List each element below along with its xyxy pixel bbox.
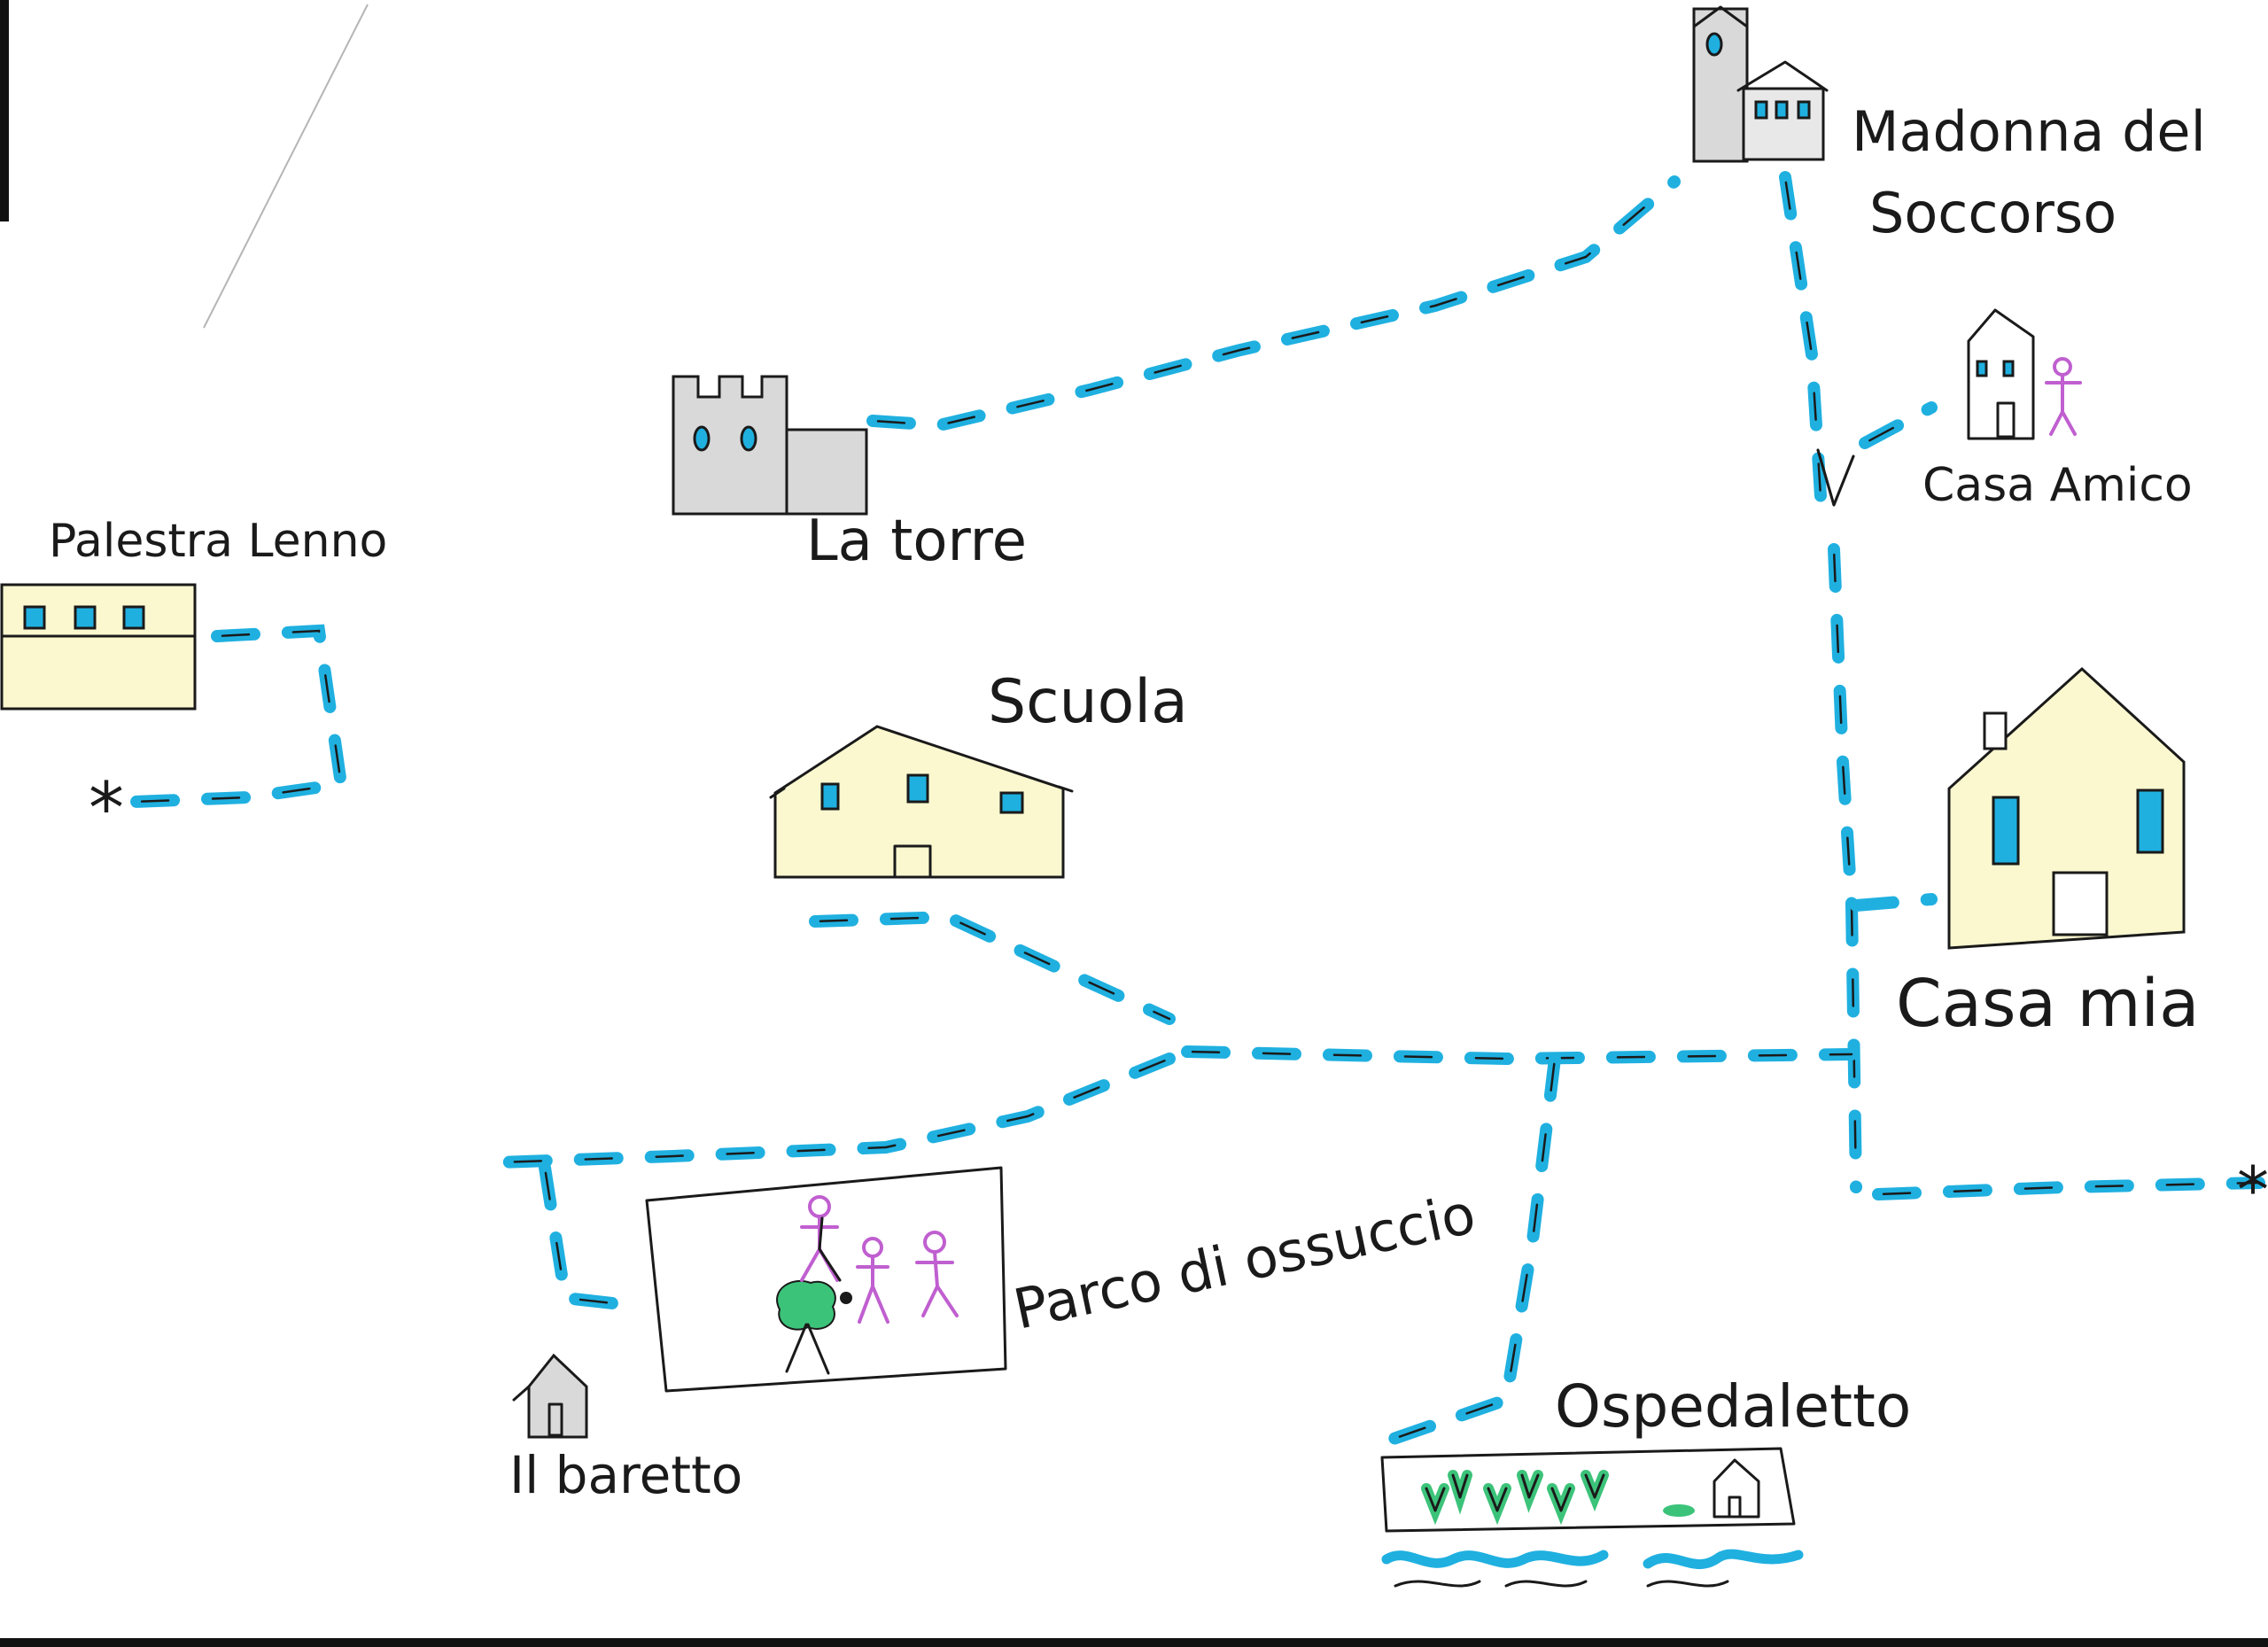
path-main-horizontal	[1181, 1045, 1858, 1066]
bell-tower-window	[1705, 32, 1723, 57]
water-waves	[1381, 1549, 1804, 1588]
place-parco-di-ossuccio[interactable]: Parco di ossuccio	[645, 1166, 1481, 1393]
path-east-vertical	[1828, 543, 1862, 1193]
ospedaletto-field	[1380, 1447, 1796, 1533]
casa-amico-label: Casa Amico	[1922, 459, 2193, 512]
place-madonna-del-soccorso[interactable]: Madonna del Soccorso	[1692, 5, 2206, 245]
madonna-label-line1: Madonna del	[1852, 99, 2206, 164]
torre-annex	[785, 428, 868, 516]
person-1	[800, 1195, 842, 1282]
place-scuola[interactable]: Scuola	[769, 667, 1188, 879]
casa-amico-window-2	[2002, 360, 2015, 377]
ospedaletto-house	[1713, 1458, 1760, 1519]
place-casa-amico[interactable]: Casa Amico	[1922, 308, 2193, 512]
church-body	[1742, 87, 1825, 161]
person-2	[856, 1237, 889, 1324]
path-east-exit	[1872, 1177, 2265, 1200]
palestra-end-marker: *	[89, 767, 124, 850]
casa-mia-window-1	[1992, 796, 2020, 866]
scan-edge-bottom	[0, 1638, 2268, 1647]
casa-mia-chimney	[1983, 711, 2008, 750]
casa-mia-building	[1947, 666, 2186, 950]
parco-label: Parco di ossuccio	[1008, 1181, 1481, 1342]
scuola-label: Scuola	[988, 667, 1188, 737]
casa-amico-window-1	[1976, 360, 1988, 377]
scuola-window-1	[820, 782, 840, 811]
palestra-label: Palestra Lenno	[49, 515, 387, 568]
scuola-window-2	[906, 773, 929, 804]
path-casa-amico-ink	[1863, 406, 1933, 445]
church-roof	[1736, 60, 1829, 92]
palestra-window-2	[74, 605, 97, 630]
person-3	[915, 1231, 959, 1317]
church-window-2	[1775, 100, 1789, 120]
friend-figure	[2045, 357, 2082, 436]
path-torre-madonna	[866, 175, 1681, 432]
church-window-3	[1797, 100, 1811, 120]
bell-tower	[1692, 7, 1749, 163]
parco-boundary	[645, 1166, 1007, 1393]
la-torre-label: La torre	[806, 509, 1027, 574]
path-palestra	[127, 624, 348, 808]
scuola-eave-right	[1057, 785, 1074, 793]
casa-amico-door	[1996, 401, 2016, 439]
palestra-window-1	[23, 605, 46, 630]
path-casa-mia	[1850, 893, 1938, 912]
church-window-1	[1754, 100, 1768, 120]
casa-mia-door	[2052, 871, 2109, 936]
tree-icon	[776, 1279, 836, 1375]
palestra-building	[0, 583, 197, 711]
path-scuola	[809, 910, 1176, 1025]
scuola-door	[893, 844, 932, 879]
baretto-hut	[527, 1353, 588, 1439]
place-ospedaletto[interactable]: Ospedaletto	[1380, 1372, 1911, 1588]
path-junction-parco	[494, 1053, 1176, 1169]
path-baretto	[539, 1161, 626, 1310]
bell-tower-roof	[1692, 5, 1749, 28]
scan-edge-left	[0, 0, 9, 221]
casa-mia-label: Casa mia	[1896, 966, 2199, 1042]
ospedaletto-label: Ospedaletto	[1555, 1372, 1911, 1441]
casa-mia-window-2	[2136, 789, 2164, 854]
path-east-exit-ink	[1876, 1181, 2261, 1196]
path-network	[127, 171, 2265, 1446]
place-palestra-lenno[interactable]: Palestra Lenno *	[0, 515, 387, 850]
path-baretto-ink	[543, 1166, 622, 1306]
place-la-torre[interactable]: La torre	[672, 375, 1027, 574]
scuola-window-3	[999, 791, 1024, 814]
path-junction-parco-ink	[499, 1057, 1171, 1164]
baretto-eave	[512, 1385, 531, 1402]
scan-crease	[203, 4, 369, 329]
path-torre-madonna-ink	[871, 180, 1676, 427]
arrow-v-ink	[1816, 448, 1855, 507]
casa-amico-house	[1967, 308, 2035, 440]
torre-window-1	[693, 425, 711, 452]
baretto-label: Il baretto	[509, 1445, 742, 1505]
torre-window-2	[740, 425, 757, 452]
path-ospedaletto-ink	[1389, 1057, 1557, 1441]
ball-icon	[840, 1292, 852, 1304]
path-madonna-south	[1779, 171, 1827, 502]
madonna-label-line2: Soccorso	[1869, 181, 2117, 245]
place-casa-mia[interactable]: Casa mia	[1896, 666, 2199, 1042]
baretto-door	[548, 1402, 563, 1437]
place-il-baretto[interactable]: Il baretto	[509, 1353, 742, 1505]
palestra-window-3	[122, 605, 145, 630]
plants-icon	[1421, 1470, 1695, 1526]
torre-main	[672, 375, 788, 516]
scuola-eave-left	[769, 787, 786, 799]
east-end-marker: *	[2237, 1153, 2268, 1227]
